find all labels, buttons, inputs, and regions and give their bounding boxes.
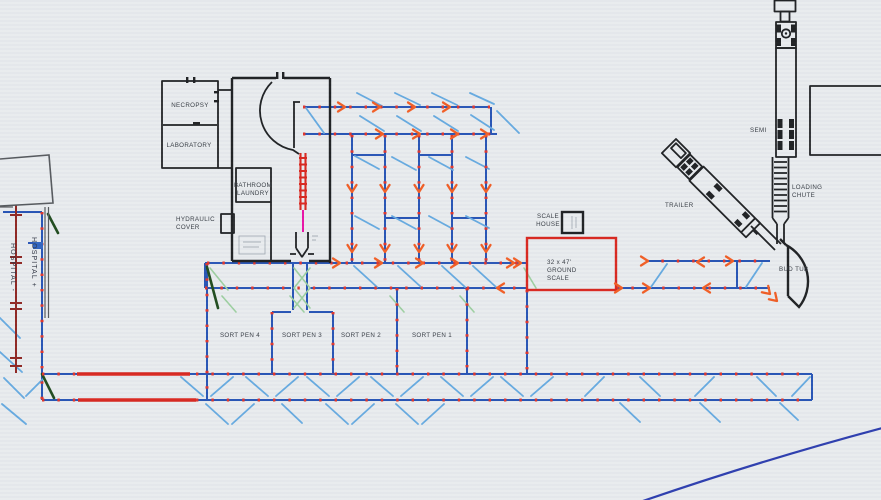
ground-scale-label-3: SCALE [547, 275, 569, 282]
bud-tub-label: BUD TUB [779, 266, 809, 273]
bathroom-laundry-room [235, 167, 272, 203]
sort-pen-2-label: SORT PEN 2 [341, 332, 381, 339]
necropsy-lab-building [161, 77, 232, 169]
hospital-fence [10, 205, 22, 373]
gates-green [40, 212, 537, 400]
laboratory-label: LABORATORY [166, 142, 211, 149]
gates-light-blue [0, 92, 811, 425]
processing-barn [220, 72, 332, 263]
trailer-label: TRAILER [665, 202, 694, 209]
fence-posts [40, 105, 812, 402]
labels: NECROPSY LABORATORY BATHROOM LAUNDRY HYD… [9, 102, 822, 339]
hydraulic-cover-box [220, 213, 235, 234]
hydraulic-label: HYDRAULIC [176, 216, 215, 223]
scale-house [560, 210, 585, 235]
sort-pen-1-label: SORT PEN 1 [412, 332, 452, 339]
ground-scale-outline [525, 236, 618, 292]
scale-house-label-2: HOUSE [536, 221, 560, 228]
ground-scale-label-1: 32 x 47' [547, 259, 571, 266]
top-right-shed [809, 85, 881, 156]
loading-chute-label-2: CHUTE [792, 192, 815, 199]
head-gate [290, 232, 314, 258]
red-elements [77, 153, 618, 402]
semi-trailer-body [775, 47, 797, 158]
sort-pen-4-label: SORT PEN 4 [220, 332, 260, 339]
laundry-label: LAUNDRY [237, 190, 269, 197]
necropsy-label: NECROPSY [171, 102, 209, 109]
red-alley-segments [77, 372, 196, 402]
crowding-tub-curve [259, 81, 300, 155]
trailer-load-channel [750, 219, 782, 251]
sort-pen-3-label: SORT PEN 3 [282, 332, 322, 339]
hydraulic-cover-label: COVER [176, 224, 200, 231]
small-note-box [238, 235, 266, 255]
fence-lines [3, 106, 813, 401]
hospital-gate-marker [33, 242, 43, 249]
hospital-plus-label: HOSPITAL + [30, 237, 37, 288]
squeeze-chute-red [299, 153, 307, 210]
road-curve [642, 427, 881, 500]
ground-scale-label-2: GROUND [547, 267, 577, 274]
semi-label: SEMI [750, 127, 767, 134]
bud-tub [779, 238, 810, 309]
loading-chute-structure [771, 157, 790, 244]
hospital-building [0, 154, 54, 318]
bathroom-label: BATHROOM [234, 182, 272, 189]
stock-trailer [660, 138, 762, 239]
loading-chute-label-1: LOADING [792, 184, 822, 191]
scale-house-label-1: SCALE [537, 213, 559, 220]
hospital-minus-label: HOSPITAL - [9, 243, 16, 292]
semi-truck [773, 0, 797, 158]
fifth-wheel [780, 28, 792, 39]
